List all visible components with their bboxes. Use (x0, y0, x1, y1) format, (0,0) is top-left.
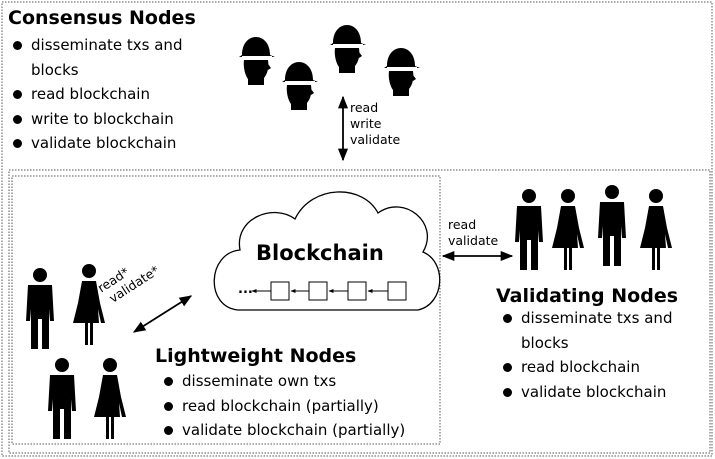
list-item: read blockchain (13, 82, 213, 107)
man-icon (26, 268, 54, 349)
list-item: disseminate txs and blocks (503, 306, 708, 355)
lightweight-arrow (132, 295, 193, 333)
list-item: validate blockchain (partially) (164, 418, 434, 443)
consensus-node-head-icon (330, 25, 366, 73)
block (387, 281, 407, 301)
block (347, 281, 367, 301)
consensus-link-label: read write validate (350, 100, 400, 148)
blockchain-title: Blockchain (256, 241, 384, 265)
consensus-node-head-icon (282, 62, 318, 110)
link-label-line: validate (350, 132, 401, 147)
consensus-duties: disseminate txs and blocks read blockcha… (13, 33, 213, 156)
link-label-line: read (350, 100, 379, 115)
link-label-line: read (448, 217, 477, 232)
list-item: disseminate own txs (164, 369, 434, 394)
woman-icon (640, 189, 672, 270)
list-item: validate blockchain (13, 131, 213, 156)
woman-icon (552, 189, 584, 270)
consensus-node-head-icon (384, 48, 420, 96)
blockchain-cloud (213, 191, 441, 311)
validating-title: Validating Nodes (496, 285, 679, 307)
list-item: read blockchain (503, 355, 708, 380)
blockchain-ellipsis: ... (238, 282, 253, 297)
block (308, 281, 328, 301)
list-item: validate blockchain (503, 380, 708, 405)
validating-duties: disseminate txs and blocks read blockcha… (503, 306, 708, 404)
consensus-title: Consensus Nodes (8, 7, 196, 29)
list-item: write to blockchain (13, 107, 213, 132)
link-label-line: write (350, 116, 382, 131)
validating-link-label: read validate (448, 217, 498, 249)
lightweight-title: Lightweight Nodes (155, 345, 357, 367)
list-item: read blockchain (partially) (164, 394, 434, 419)
link-label-line: validate (448, 233, 499, 248)
lightweight-duties: disseminate own txs read blockchain (par… (164, 369, 434, 443)
lightweight-boundary (11, 175, 441, 445)
consensus-node-head-icon (239, 37, 275, 85)
man-icon (515, 189, 543, 270)
man-icon (598, 185, 626, 266)
list-item: disseminate txs and blocks (13, 33, 213, 82)
woman-icon (73, 264, 105, 345)
man-icon (48, 358, 76, 439)
block (270, 281, 290, 301)
woman-icon (94, 358, 126, 439)
